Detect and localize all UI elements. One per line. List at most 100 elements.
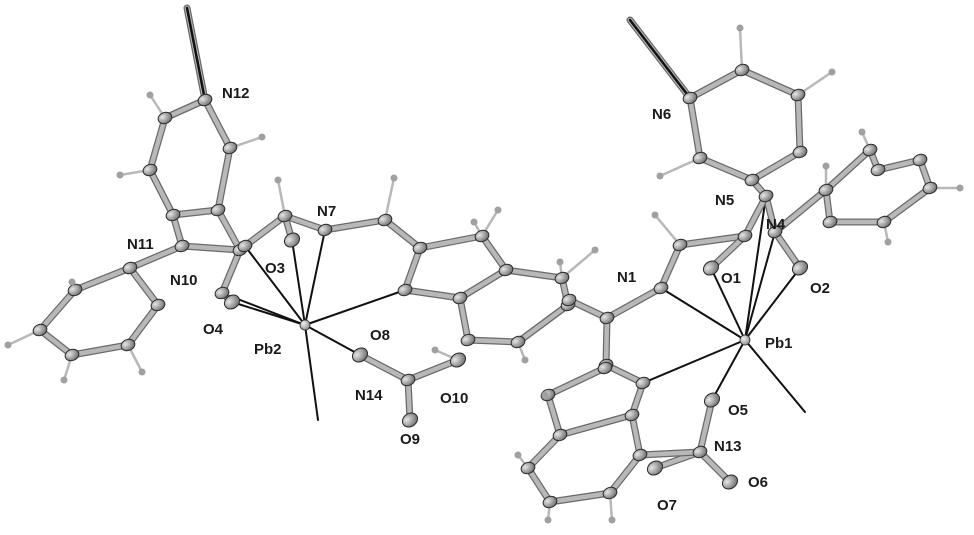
atom-c7d bbox=[498, 263, 514, 277]
label-n12: N12 bbox=[222, 85, 250, 102]
label-o3: O3 bbox=[265, 260, 285, 277]
label-n10: N10 bbox=[170, 272, 198, 289]
atom-c7a bbox=[377, 213, 393, 227]
label-o8: O8 bbox=[370, 327, 390, 344]
atom-p3 bbox=[32, 323, 48, 337]
bond bbox=[479, 233, 509, 273]
label-pb2: Pb2 bbox=[254, 341, 282, 358]
atom-labels: N12 N11 N10 N7 O3 O4 Pb2 O8 N14 O10 O9 N… bbox=[127, 85, 830, 514]
bond bbox=[170, 207, 221, 218]
hydrogen-atom bbox=[4, 341, 12, 349]
bond bbox=[687, 95, 703, 161]
label-o4: O4 bbox=[203, 321, 224, 338]
coordination-bond bbox=[304, 324, 319, 421]
coordination-bond bbox=[744, 339, 806, 413]
coordination-bond bbox=[304, 229, 326, 326]
coordination-bond bbox=[244, 245, 306, 326]
atom-n14 bbox=[400, 373, 416, 387]
bond bbox=[603, 315, 610, 368]
atom-c1e bbox=[635, 376, 651, 390]
atom-c1c bbox=[599, 311, 615, 325]
atom-o1 bbox=[702, 260, 720, 276]
label-n7: N7 bbox=[317, 203, 336, 220]
coordination-bond bbox=[744, 267, 801, 341]
atom-c12d bbox=[210, 203, 226, 217]
terminal-bond bbox=[185, 6, 207, 102]
bond bbox=[457, 267, 509, 301]
hydrogen-atom bbox=[494, 206, 502, 214]
hydrogen-atom bbox=[470, 218, 478, 226]
bond bbox=[763, 193, 778, 235]
hydrogen-atoms-layer bbox=[4, 24, 964, 524]
bond bbox=[697, 155, 755, 183]
atom-c7i bbox=[554, 271, 570, 285]
atom-n11r bbox=[165, 208, 181, 222]
bond bbox=[525, 465, 553, 505]
label-n4: N4 bbox=[766, 216, 786, 233]
hydrogen-atom bbox=[884, 238, 892, 246]
label-o10: O10 bbox=[440, 390, 468, 407]
label-o6: O6 bbox=[748, 474, 768, 491]
atom-r2 bbox=[790, 88, 806, 102]
bond bbox=[72, 265, 133, 293]
bond bbox=[202, 97, 233, 151]
hydrogen-bond-stick bbox=[383, 176, 396, 222]
atom-n5r bbox=[744, 173, 760, 187]
bond bbox=[215, 145, 233, 213]
atom-q8 bbox=[624, 408, 640, 422]
label-o9: O9 bbox=[400, 431, 420, 448]
bond bbox=[629, 412, 643, 458]
hydrogen-atom bbox=[556, 258, 564, 266]
atom-o2 bbox=[791, 260, 809, 276]
atom-p5 bbox=[120, 338, 136, 352]
hydrogen-atom bbox=[858, 128, 866, 136]
bond bbox=[215, 207, 243, 253]
bond bbox=[179, 243, 243, 253]
atom-c4g bbox=[862, 143, 878, 157]
hydrogen-atom bbox=[521, 356, 529, 364]
atom-c4b bbox=[822, 215, 838, 229]
bond bbox=[402, 245, 423, 293]
atom-r3 bbox=[692, 151, 708, 165]
bond bbox=[604, 285, 664, 321]
atom-c12c bbox=[142, 163, 158, 177]
bond bbox=[37, 327, 75, 358]
atom-n1 bbox=[653, 281, 669, 295]
atom-c4c bbox=[870, 163, 886, 177]
bond bbox=[282, 213, 328, 233]
hydrogen-atom bbox=[591, 246, 599, 254]
bond bbox=[739, 67, 801, 98]
atom-c1b bbox=[672, 238, 688, 252]
atom-c4a bbox=[818, 183, 834, 197]
label-n6: N6 bbox=[652, 106, 671, 123]
hydrogen-atom bbox=[541, 391, 549, 399]
bond bbox=[357, 352, 411, 383]
hydrogen-atom bbox=[60, 376, 68, 384]
hydrogen-atom bbox=[146, 91, 154, 99]
label-n13: N13 bbox=[714, 438, 742, 455]
bond bbox=[147, 167, 176, 218]
bond bbox=[417, 233, 485, 251]
coordination-bond bbox=[660, 287, 746, 341]
atom-o3 bbox=[283, 232, 301, 248]
hydrogen-atom bbox=[736, 24, 744, 32]
atom-q6 bbox=[602, 486, 618, 500]
bond bbox=[525, 432, 563, 471]
coordination-bond bbox=[304, 289, 406, 326]
atom-p6 bbox=[150, 298, 166, 312]
atom-pb1 bbox=[739, 334, 751, 346]
atom-o8 bbox=[351, 347, 369, 363]
bond bbox=[557, 412, 635, 438]
coordination-bond bbox=[710, 267, 746, 341]
bonds-layer bbox=[36, 4, 934, 506]
atom-c3a bbox=[277, 209, 293, 223]
bond bbox=[795, 92, 803, 155]
atom-n6 bbox=[682, 91, 698, 105]
atom-c4e bbox=[922, 181, 938, 195]
label-n11: N11 bbox=[127, 236, 154, 253]
atom-o7 bbox=[646, 460, 664, 476]
coordination-bond bbox=[744, 231, 776, 341]
bond bbox=[322, 217, 388, 233]
coordination-bond bbox=[304, 324, 361, 356]
hydrogen-atom bbox=[274, 176, 282, 184]
